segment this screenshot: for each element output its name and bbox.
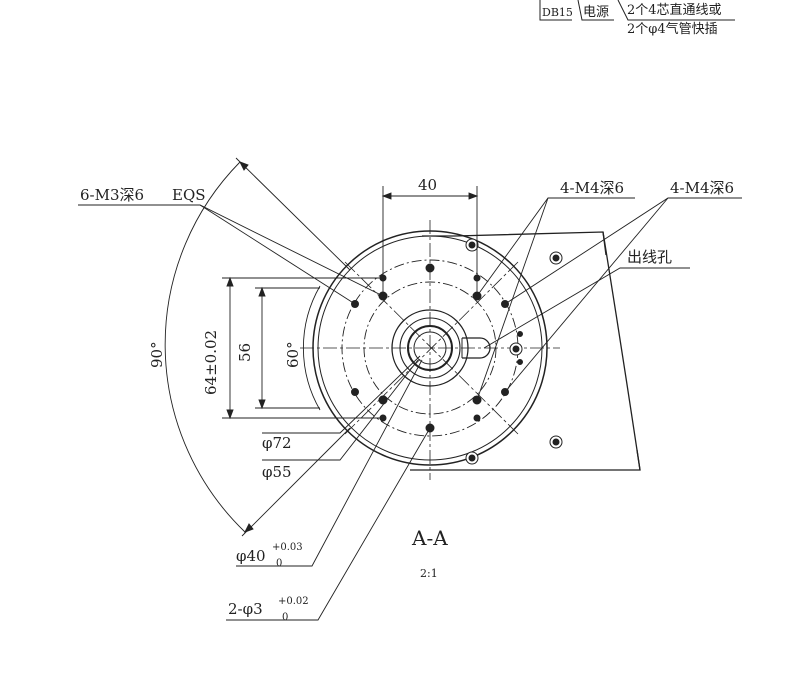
- hole-small: [517, 359, 523, 365]
- header-labels: DB15 电源 2个4芯直通线或 2个φ4气管快插: [539, 0, 735, 37]
- dia-40-upper: +0.03: [272, 542, 303, 553]
- leaders: [78, 197, 742, 621]
- pin-text: 2-φ3: [228, 600, 263, 618]
- screw: [549, 435, 563, 449]
- dim-56-text: 56: [236, 343, 254, 362]
- dim-90: [164, 157, 351, 537]
- screw: [465, 238, 479, 252]
- db15-label: DB15: [542, 6, 573, 19]
- pin-lower: 0: [282, 612, 288, 623]
- screw: [549, 251, 563, 265]
- screw: [509, 342, 523, 356]
- hole-small: [517, 331, 523, 337]
- hole: [351, 388, 359, 396]
- dia-40-text: φ40: [236, 547, 266, 565]
- dim-60: [302, 285, 321, 411]
- section-scale: 2:1: [420, 567, 438, 580]
- dim-40-text: 40: [418, 176, 437, 194]
- db15-box: [539, 0, 572, 21]
- section-label: A-A: [411, 526, 448, 550]
- hole: [425, 263, 435, 273]
- arm-body: [410, 231, 641, 471]
- m3-holes-text: 6-M3深6: [80, 186, 144, 204]
- outlet-hole-text: 出线孔: [627, 248, 672, 266]
- m4-right-text: 4-M4深6: [670, 179, 734, 197]
- tube-note-label: 2个φ4气管快插: [627, 21, 718, 37]
- dim-vertical: [222, 276, 384, 420]
- dia-40-lower: 0: [276, 558, 282, 569]
- dim-60-text: 60°: [284, 341, 302, 368]
- eqs-text: EQS: [172, 186, 206, 204]
- hole: [378, 395, 388, 405]
- wire-note-box: [617, 0, 735, 21]
- dia-72-text: φ72: [262, 434, 292, 452]
- dia-55-text: φ55: [262, 463, 292, 481]
- screw: [465, 451, 479, 465]
- hole-small: [473, 414, 481, 422]
- pin-upper: +0.02: [278, 596, 309, 607]
- dim-64-text: 64±0.02: [202, 330, 220, 395]
- m4-left-text: 4-M4深6: [560, 179, 624, 197]
- power-box: [577, 0, 614, 21]
- power-label: 电源: [583, 5, 609, 20]
- wire-note-label: 2个4芯直通线或: [627, 3, 722, 18]
- dim-90-text: 90°: [148, 341, 166, 368]
